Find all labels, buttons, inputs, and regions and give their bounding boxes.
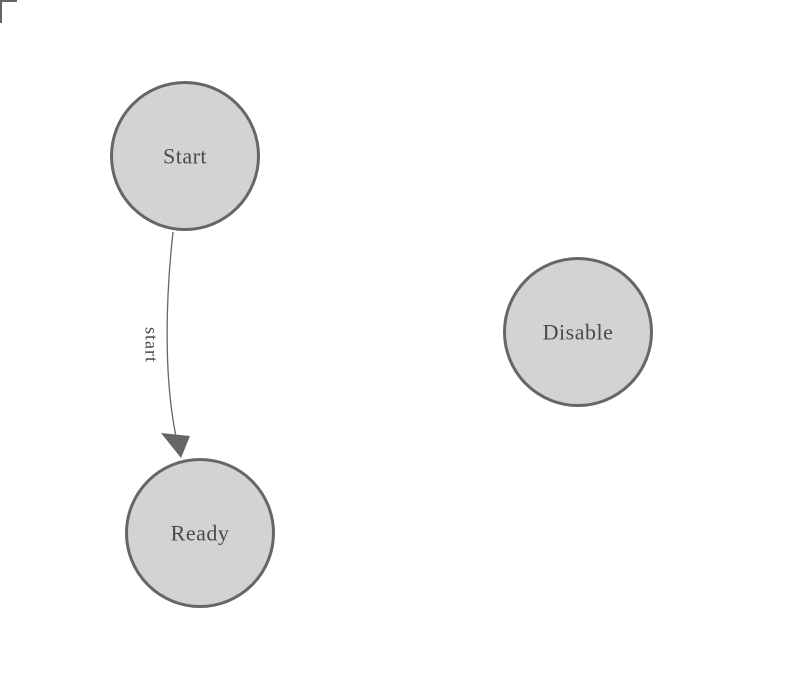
state-node-ready[interactable]: Ready <box>125 458 275 608</box>
transition-path[interactable] <box>166 231 178 442</box>
state-node-start[interactable]: Start <box>110 81 260 231</box>
state-node-disable[interactable]: Disable <box>503 257 653 407</box>
state-label-ready: Ready <box>171 520 230 545</box>
state-circle-ready[interactable] <box>125 458 275 608</box>
transition-arrowhead <box>161 433 190 458</box>
state-label-disable: Disable <box>543 319 614 344</box>
transition-edge-start-to-ready[interactable]: start <box>142 231 190 458</box>
canvas-origin-corner-mark <box>0 0 17 23</box>
state-label-start: Start <box>163 143 207 168</box>
transition-label[interactable]: start <box>142 327 162 363</box>
state-circle-disable[interactable] <box>503 257 653 407</box>
state-circle-start[interactable] <box>110 81 260 231</box>
